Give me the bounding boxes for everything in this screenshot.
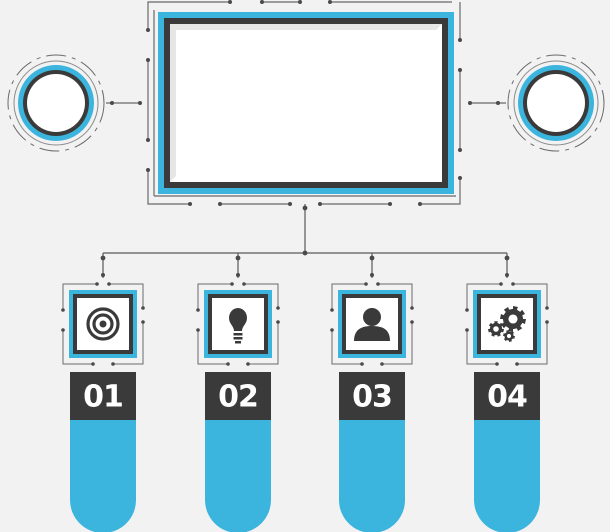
step-circuit-dots [465, 282, 549, 366]
step-number-tab [70, 372, 136, 420]
step-circuit-dots [196, 282, 280, 366]
step-circuit-lines [197, 283, 279, 365]
gears-icon [488, 306, 526, 342]
left-circle-dashed-ring [7, 54, 105, 152]
right-circle-dashed-ring [507, 54, 605, 152]
step-number-tab [339, 372, 405, 420]
right-circle-thin-ring [513, 60, 599, 146]
left-circle-face [27, 74, 85, 132]
screen-panel [170, 24, 442, 182]
step-circuit-lines [62, 283, 144, 365]
user-icon [354, 308, 390, 341]
main-screen [146, 0, 462, 206]
screen-circuit-lines [147, 1, 461, 205]
target-icon [86, 307, 120, 341]
step-circuit-lines [466, 283, 548, 365]
step-card: 01 [61, 282, 145, 532]
screen-circuit-dots [146, 0, 462, 206]
step-card: 04 [465, 282, 549, 532]
step-circuit-dots [330, 282, 414, 366]
step-number-tab [205, 372, 271, 420]
lightbulb-icon [229, 308, 247, 344]
tree-dots [100, 205, 510, 277]
left-circle [7, 54, 142, 152]
left-circle-thin-ring [13, 60, 99, 146]
tree-connectors [102, 204, 508, 278]
step-circuit-lines [331, 283, 413, 365]
step-number: 04 [487, 380, 527, 415]
step-circuit-dots [61, 282, 145, 366]
step-number: 03 [352, 380, 392, 415]
step-number-tab [474, 372, 540, 420]
step-pill [474, 418, 540, 532]
step-pill [205, 418, 271, 532]
step-card: 03 [330, 282, 414, 532]
step-pill [339, 418, 405, 532]
right-circle-face [527, 74, 585, 132]
step-card: 02 [196, 282, 280, 532]
right-circle [468, 54, 605, 152]
step-number: 01 [83, 380, 123, 415]
step-pill [70, 418, 136, 532]
step-number: 02 [218, 380, 258, 415]
